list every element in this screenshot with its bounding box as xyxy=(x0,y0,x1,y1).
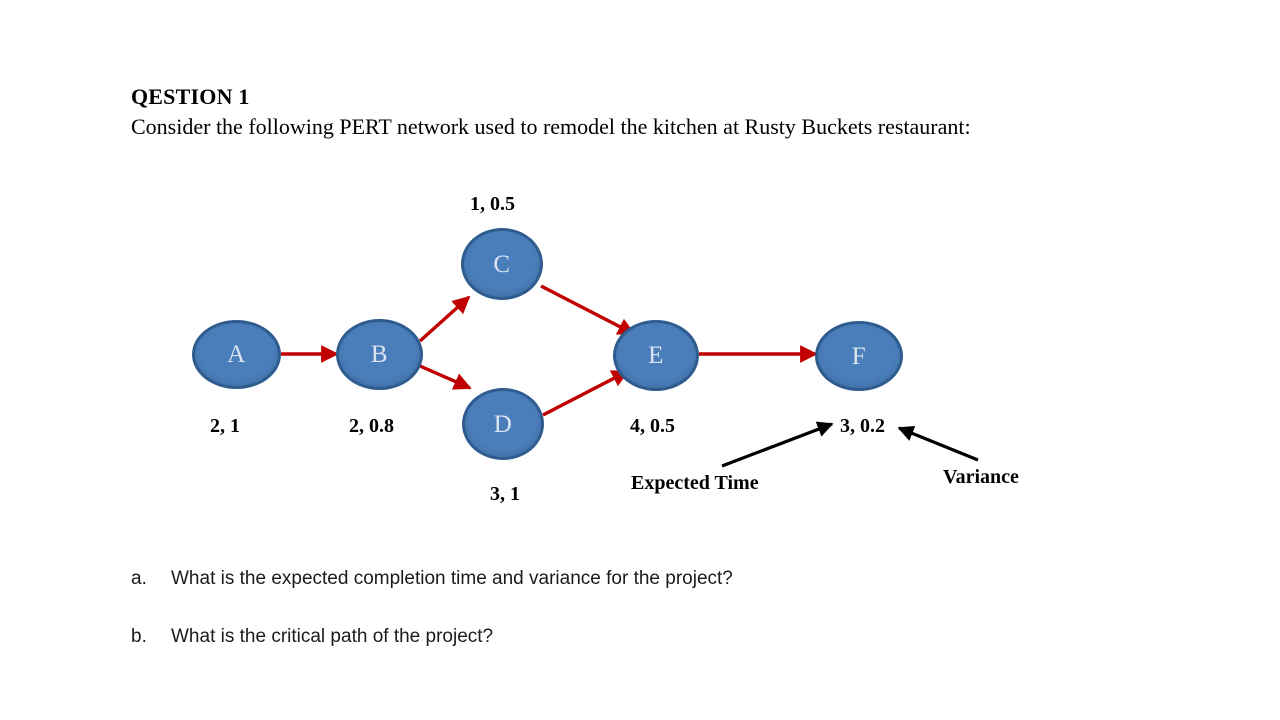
node-e-value-label: 4, 0.5 xyxy=(630,415,675,437)
edge-b-to-c xyxy=(418,295,471,343)
edge-d-to-e xyxy=(542,369,630,417)
variance-annotation: Variance xyxy=(943,466,1019,488)
intro-paragraph: Consider the following PERT network used… xyxy=(131,114,971,139)
node-f-label: F xyxy=(851,342,867,370)
node-a-value-label: 2, 1 xyxy=(210,415,240,437)
edge-c-to-e xyxy=(540,284,636,336)
expected-time-leader-arrow xyxy=(721,421,834,468)
node-e-label: E xyxy=(648,342,664,369)
node-c-value-label: 1, 0.5 xyxy=(470,193,515,215)
edge-b-to-d xyxy=(419,364,472,390)
node-c-label: C xyxy=(493,250,511,278)
question-b-text: What is the critical path of the project… xyxy=(171,626,494,647)
node-a-label: A xyxy=(227,341,246,368)
page-title: QESTION 1 xyxy=(131,84,250,109)
node-b-label: B xyxy=(370,341,389,368)
question-a-text: What is the expected completion time and… xyxy=(171,568,733,589)
node-d-label: D xyxy=(493,410,513,438)
question-a-marker: a. xyxy=(131,568,147,589)
node-b[interactable]: B xyxy=(336,319,423,390)
node-f-value-label: 3, 0.2 xyxy=(840,415,885,437)
question-b-marker: b. xyxy=(131,626,147,647)
node-f[interactable]: F xyxy=(815,321,903,391)
variance-leader-arrow xyxy=(897,425,979,462)
node-c[interactable]: C xyxy=(461,228,543,300)
node-d-value-label: 3, 1 xyxy=(490,483,520,505)
node-a[interactable]: A xyxy=(192,320,281,389)
node-d[interactable]: D xyxy=(462,388,544,460)
expected-time-annotation: Expected Time xyxy=(631,472,759,494)
node-e[interactable]: E xyxy=(613,320,699,391)
node-b-value-label: 2, 0.8 xyxy=(349,415,394,437)
